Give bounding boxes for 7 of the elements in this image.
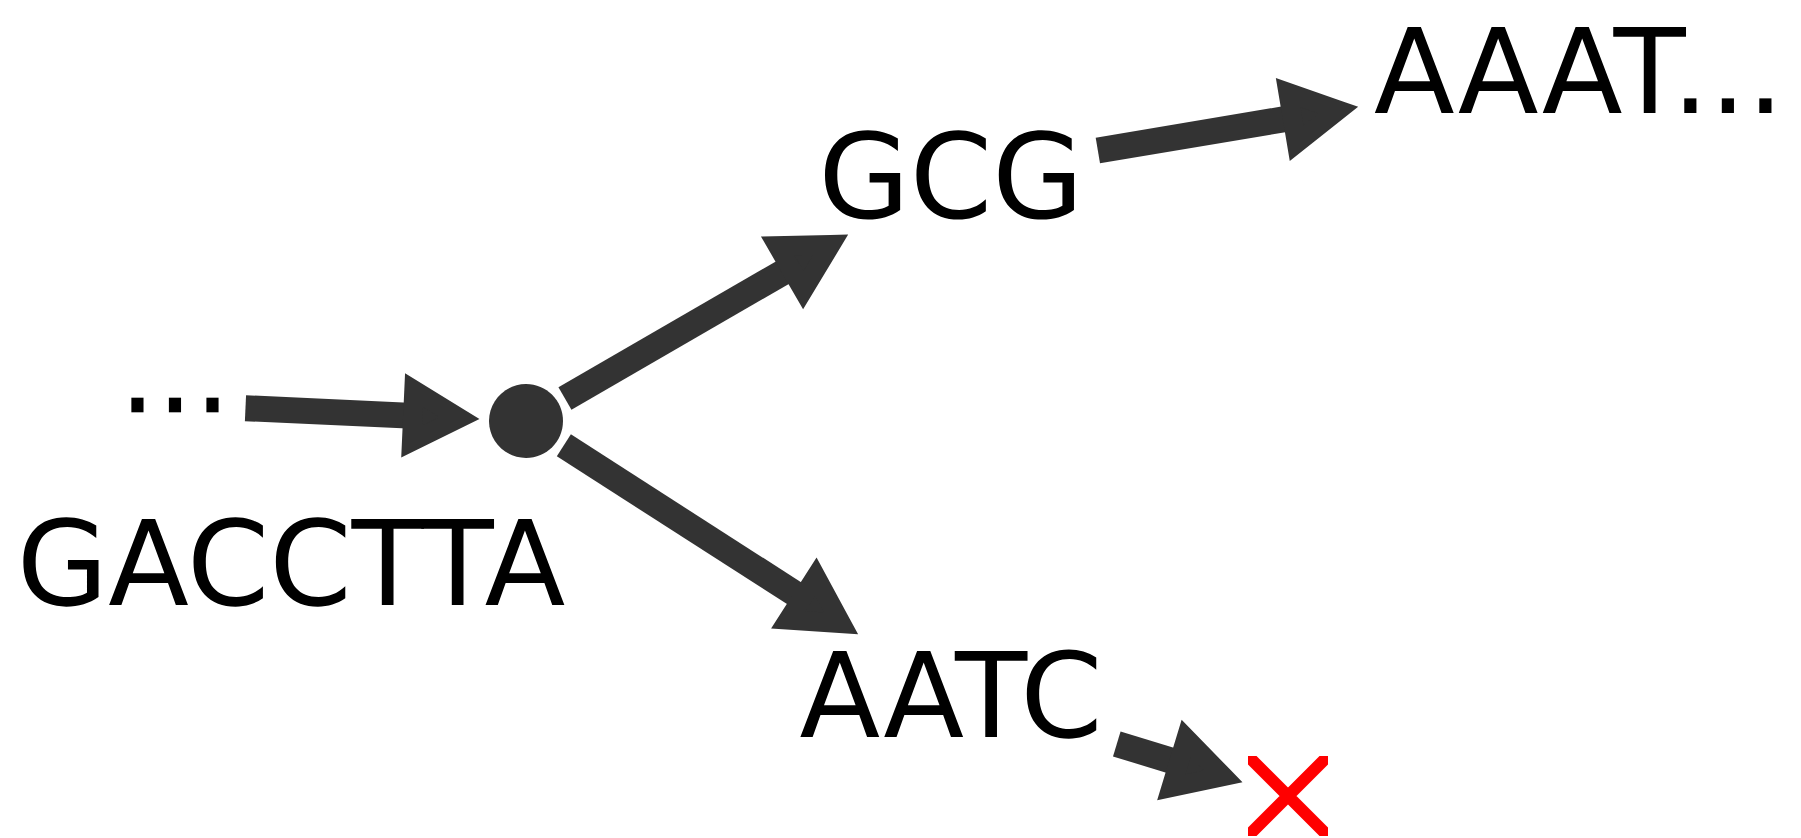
ellipsis-text: ... xyxy=(131,397,219,413)
sequence-text: AAAT... xyxy=(1374,27,1772,113)
sequence-text: GCG xyxy=(825,130,1074,220)
sequence-text: AATC xyxy=(800,649,1097,739)
sequence-label: GACCTTA xyxy=(23,517,565,607)
junction-dot xyxy=(489,384,563,458)
cross-mark xyxy=(1248,756,1328,836)
